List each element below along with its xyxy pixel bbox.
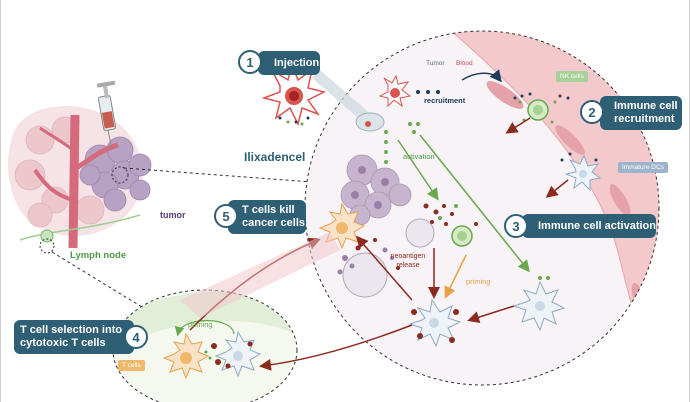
neoantigen-release-label: neoantigen release	[390, 253, 426, 269]
t-cells-tag: T cells	[118, 360, 145, 371]
activated-dc-right	[512, 280, 566, 332]
nk-cell	[518, 99, 557, 124]
blood-region-label: Blood	[456, 60, 473, 67]
t-cell-activation-arrow	[356, 235, 413, 301]
immature-dcs-tag: Immature DCs	[618, 162, 668, 173]
recruitment-signals	[416, 90, 440, 94]
step-2-number: 2	[580, 100, 604, 124]
priming-label-main: priming	[466, 277, 491, 286]
dc-to-center-arrow	[467, 305, 515, 323]
immature-dc-blood	[560, 152, 602, 192]
step-3-label: Immune cell activation	[522, 214, 656, 238]
tumor-mass	[79, 136, 152, 212]
lymph-node-label: Lymph node	[70, 250, 127, 261]
step-4-number: 4	[124, 325, 148, 349]
priming-arrow	[444, 254, 467, 299]
dc-in-tumor	[378, 74, 412, 108]
step-5-number: 5	[214, 204, 238, 228]
step-1-number: 1	[238, 50, 262, 74]
t-cell-path-band	[180, 232, 340, 318]
zoom-line-top	[123, 167, 313, 183]
step-4-label: T cell selection into cytotoxic T cells	[14, 320, 134, 354]
lymph-zoom-marker	[39, 238, 55, 254]
lymph-t-cell	[162, 332, 210, 380]
activation-signals	[384, 122, 420, 164]
nk-extravasation-arrow	[505, 117, 531, 134]
lymph-node-shape	[40, 229, 54, 243]
injection-needle	[312, 70, 385, 132]
activated-nk-cell	[444, 222, 478, 247]
dc-migration-arrow	[259, 324, 413, 371]
activation-arrow-2	[419, 134, 530, 273]
ilixadencel-dendritic-cell	[261, 61, 327, 127]
step-5-label: T cells kill cancer cells	[228, 200, 306, 234]
dc-extravasation-arrow	[545, 179, 569, 198]
step-3-number: 3	[504, 214, 528, 238]
activation-label: activation	[403, 152, 435, 161]
neoantigen-dots	[423, 203, 454, 224]
recruitment-arrow	[461, 69, 502, 83]
dying-cancer-cells	[337, 218, 435, 298]
mature-dendritic-cell	[408, 298, 462, 348]
activation-arrow-1	[397, 139, 439, 201]
tumor-zoom-marker	[111, 166, 129, 184]
step-1-label: Injection	[258, 51, 320, 75]
nk-cells-tag: NK cells	[556, 71, 588, 82]
tumor-region-label: Tumor	[426, 60, 445, 67]
tumor-label: tumor	[160, 210, 186, 220]
ilixadencel-label: Ilixadencel	[244, 150, 306, 164]
step-2-label: Immune cell recruitment	[600, 96, 682, 130]
lymph-dendritic-cell	[211, 330, 262, 378]
organ-illustration	[8, 106, 152, 254]
syringe-icon	[96, 80, 117, 151]
recruitment-label: recruitment	[424, 96, 466, 105]
priming-label-lymph: priming	[188, 320, 213, 329]
lymph-priming-arrow	[174, 319, 235, 337]
